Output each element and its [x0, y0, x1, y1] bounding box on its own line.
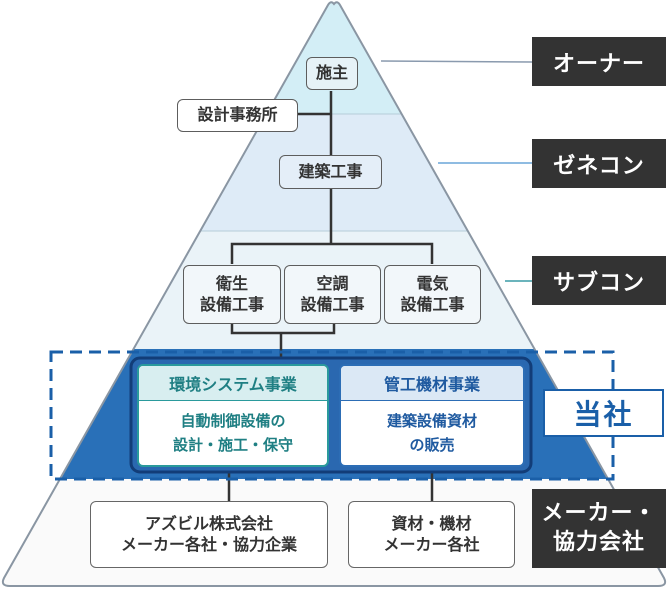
tier-label-subcon: サブコン [532, 256, 666, 305]
tier-label-maker-line1: メーカー・ [541, 500, 657, 526]
node-sanitary-line2: 設備工事 [199, 294, 264, 314]
node-electrical-line1: 電気 [416, 273, 449, 293]
node-electrical-line2: 設備工事 [400, 294, 465, 314]
business-env-desc: 自動制御設備の 設計・施工・保守 [139, 401, 327, 465]
node-sanitary-line1: 衛生 [215, 273, 248, 293]
business-pipe-desc-line1: 建築設備資材 [386, 412, 477, 431]
tier-label-maker-line2: 協力会社 [552, 529, 645, 555]
tier-label-owner: オーナー [532, 37, 666, 86]
supplier-azbil-partners: アズビル株式会社 メーカー各社・協力企業 [90, 501, 328, 568]
tier-label-maker: メーカー・ 協力会社 [532, 489, 666, 568]
tier-label-company: 当社 [543, 389, 664, 437]
node-client: 施主 [306, 57, 358, 90]
supplier-azbil-line1: アズビル株式会社 [144, 513, 273, 533]
node-construction: 建築工事 [279, 155, 382, 189]
supplier-materials-line2: メーカー各社 [383, 534, 480, 554]
supplier-azbil-line2: メーカー各社・協力企業 [120, 534, 297, 554]
node-sanitary: 衛生 設備工事 [183, 265, 281, 324]
tier-label-company-text: 当社 [573, 398, 634, 431]
tier-label-subcon-text: サブコン [552, 270, 645, 296]
company-dashed-frame [49, 350, 615, 481]
tier-label-genecon: ゼネコン [532, 139, 666, 188]
owner-leader-line [380, 60, 533, 63]
business-pipe-desc-line2: の販売 [409, 435, 455, 454]
node-construction-label: 建築工事 [298, 161, 363, 181]
business-pipe-title: 管工機材事業 [341, 366, 523, 401]
node-design-office-label: 設計事務所 [197, 105, 278, 125]
business-pipe-desc: 建築設備資材 の販売 [341, 401, 523, 465]
business-pipe-equipment: 管工機材事業 建築設備資材 の販売 [339, 364, 525, 467]
node-hvac: 空調 設備工事 [284, 265, 381, 324]
tier-label-genecon-text: ゼネコン [553, 153, 645, 179]
tier-label-owner-text: オーナー [552, 51, 645, 77]
node-hvac-line1: 空調 [316, 273, 349, 293]
business-env-desc-line2: 設計・施工・保守 [172, 435, 293, 454]
business-env-system: 環境システム事業 自動制御設備の 設計・施工・保守 [137, 364, 329, 467]
business-env-title: 環境システム事業 [139, 366, 327, 401]
supplier-materials-makers: 資材・機材 メーカー各社 [348, 501, 515, 568]
node-design-office: 設計事務所 [177, 99, 298, 132]
node-electrical: 電気 設備工事 [384, 265, 481, 324]
node-hvac-line2: 設備工事 [300, 294, 365, 314]
business-env-desc-line1: 自動制御設備の [180, 412, 286, 431]
node-client-label: 施主 [315, 63, 348, 83]
org-connectors [227, 91, 434, 502]
supplier-materials-line1: 資材・機材 [391, 513, 472, 533]
